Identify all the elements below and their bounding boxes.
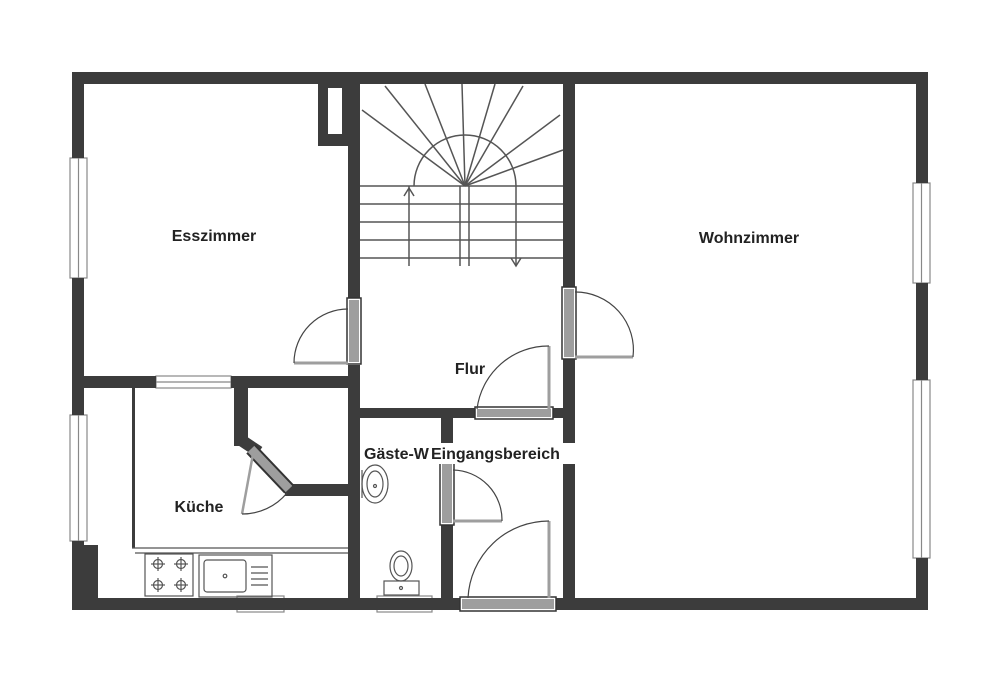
room-label-esszimmer: Esszimmer: [172, 228, 257, 245]
door-flur: [474, 345, 554, 420]
doors: [240, 286, 635, 612]
sink-icon: [198, 554, 273, 598]
window-interior-kueche: [155, 375, 232, 389]
door-eingang: [459, 520, 557, 612]
room-label-flur: Flur: [455, 361, 485, 378]
windows: [69, 157, 931, 613]
room-label-gaeste-wc: Gäste-W: [364, 446, 430, 463]
window-wohnzimmer-east-lower: [912, 379, 931, 559]
kitchen-counter: [132, 547, 348, 554]
door-esszimmer: [293, 297, 362, 365]
window-esszimmer-west: [69, 157, 88, 279]
label-backdrop: [362, 443, 576, 464]
stair-icon: [360, 83, 564, 268]
washbasin-icon: [361, 464, 389, 504]
room-label-eingangsbereich: Eingangsbereich: [431, 446, 560, 463]
door-wohnzimmer: [561, 286, 635, 360]
toilet-icon: [383, 550, 420, 596]
stove-icon: [144, 553, 194, 597]
door-kueche: [240, 444, 294, 515]
window-kueche-west: [69, 414, 88, 542]
room-label-kueche: Küche: [175, 499, 224, 516]
room-label-wohnzimmer: Wohnzimmer: [699, 230, 799, 247]
walls: [72, 72, 928, 610]
door-gaeste-wc: [439, 452, 503, 526]
window-wohnzimmer-east-upper: [912, 182, 931, 284]
